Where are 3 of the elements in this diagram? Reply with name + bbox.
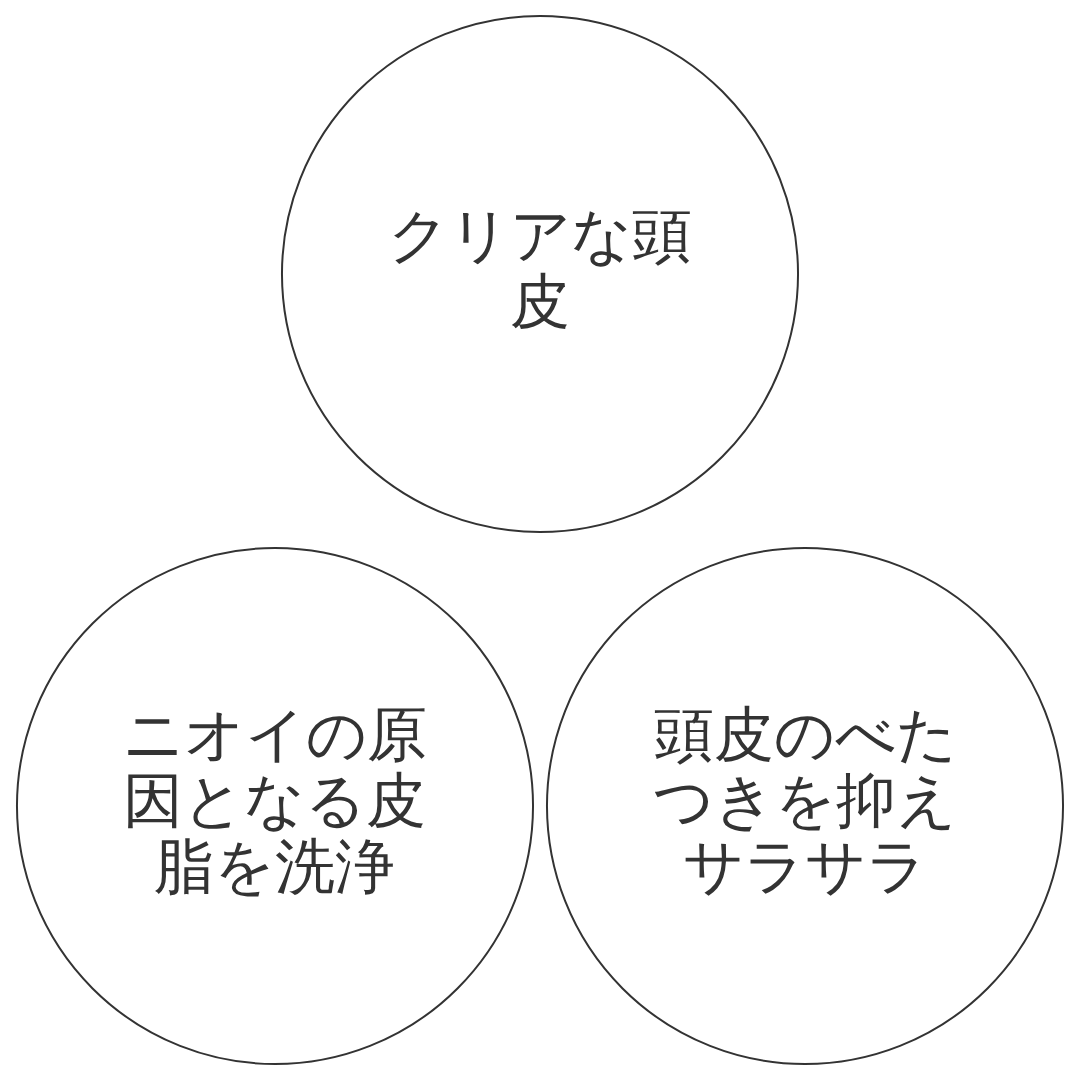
node-circle: クリアな頭皮 (280, 14, 800, 534)
node-circle: 頭皮のべたつきを抑えサラサラ (545, 546, 1065, 1066)
node-circle: ニオイの原因となる皮脂を洗浄 (15, 546, 535, 1066)
